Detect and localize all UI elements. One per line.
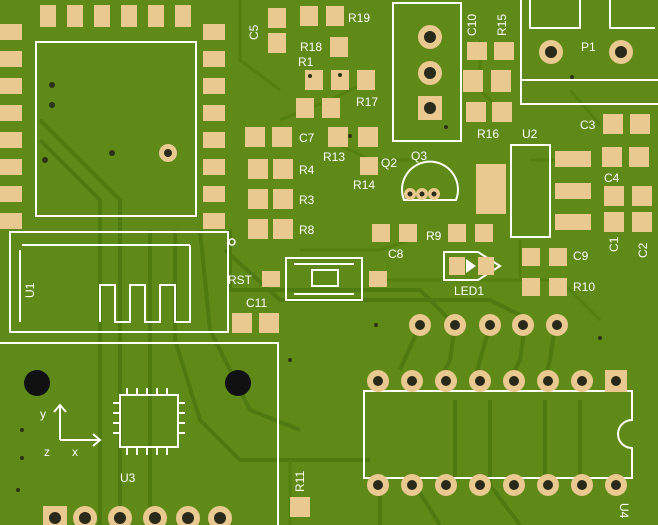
u1-label: U1	[23, 282, 37, 298]
u1-right-pads	[203, 24, 225, 229]
passives-left: C7 R4 R3 R8 C11	[232, 127, 315, 333]
u2-label: U2	[522, 127, 538, 141]
c7-label: C7	[299, 131, 315, 145]
r13-label: R13	[323, 150, 345, 164]
u4-label: U4	[617, 503, 631, 519]
u1-top-pads	[40, 5, 191, 27]
rst-button: RST	[228, 257, 387, 301]
led1-label: LED1	[454, 284, 484, 298]
u2-regulator: U2	[476, 127, 591, 238]
header-row	[409, 314, 568, 336]
rst-label: RST	[228, 273, 253, 287]
passives-mid: C8 R9 LED1 C9 R10	[372, 224, 595, 298]
r1-label: R1	[298, 55, 314, 69]
r15-label: R15	[495, 14, 509, 36]
p1-label: P1	[581, 40, 596, 54]
r17-label: R17	[356, 95, 378, 109]
r14-label: R14	[353, 178, 375, 192]
axis-x-label: x	[72, 445, 78, 459]
vias	[16, 73, 602, 492]
r9-label: R9	[426, 229, 442, 243]
c11-label: C11	[246, 296, 267, 310]
u3-header-pins	[43, 506, 232, 525]
u1-left-pads	[0, 24, 22, 229]
r19-label: R19	[348, 11, 370, 25]
r11: R11	[290, 471, 310, 517]
u4-dip: U4	[363, 370, 633, 519]
r10-label: R10	[573, 280, 595, 294]
c2-label: C2	[636, 242, 650, 258]
c5-label: C5	[247, 24, 261, 40]
r18-label: R18	[300, 40, 322, 54]
q3-connector: Q3	[392, 2, 462, 201]
c9-label: C9	[573, 249, 589, 263]
axis-y-label: y	[40, 407, 46, 421]
r3-label: R3	[299, 193, 315, 207]
r16-label: R16	[477, 127, 499, 141]
c10-label: C10	[465, 14, 479, 36]
c1-label: C1	[607, 236, 621, 252]
q2-label: Q2	[381, 156, 397, 170]
q3-label: Q3	[411, 149, 427, 163]
r4-label: R4	[299, 163, 315, 177]
u3-label: U3	[120, 471, 136, 485]
c3-label: C3	[580, 118, 596, 132]
u3-sensor: y z x U3	[0, 342, 279, 525]
axis-z-label: z	[44, 445, 50, 459]
p1-connector: P1	[520, 0, 658, 105]
r8-label: R8	[299, 223, 315, 237]
c4-label: C4	[604, 171, 620, 185]
c8-label: C8	[388, 247, 404, 261]
r11-label: R11	[293, 471, 307, 492]
u1-module: U1	[0, 5, 236, 333]
passives-c10-r15: C10 R15 R16	[463, 14, 514, 141]
passives-top: C5 R19 R18 R1 R17 R13 Q2 R14	[247, 6, 397, 192]
passives-right: C3 C4 C1 C2	[580, 114, 652, 258]
